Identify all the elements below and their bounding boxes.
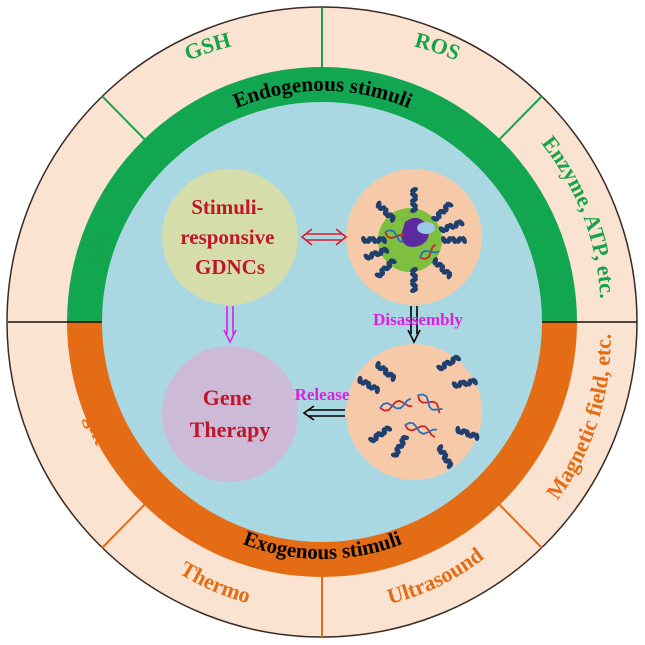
double-arrow-red xyxy=(300,228,348,246)
svg-text:Stimuli- responsive: Stimuli- responsive GDNCs xyxy=(180,195,279,279)
svg-text:Gene Therapy: Gene Therapy xyxy=(190,385,271,442)
gdnc-node: Stimuli- responsive GDNCs xyxy=(162,169,298,305)
disassembled-nanocomplex xyxy=(346,344,482,480)
release-label: Release xyxy=(295,385,350,404)
arrow-disassembly xyxy=(407,306,421,344)
gene-therapy-line2: Therapy xyxy=(190,417,271,442)
dna-strands-assembled-icon xyxy=(361,187,467,293)
gdnc-label-line1: Stimuli- xyxy=(191,195,263,219)
gene-therapy-node: Gene Therapy xyxy=(162,346,298,482)
assembled-nanocomplex xyxy=(346,169,482,305)
gdnc-circle xyxy=(162,169,298,305)
protein-blob-icon xyxy=(417,222,435,234)
gdnc-label-line2: responsive xyxy=(180,225,274,249)
dna-strands-released-icon xyxy=(357,354,480,470)
gene-therapy-circle xyxy=(162,346,298,482)
gene-therapy-line1: Gene xyxy=(203,385,252,410)
disassembly-label: Disassembly xyxy=(373,310,463,329)
arrow-release xyxy=(302,405,345,421)
arrow-gdnc-to-therapy xyxy=(223,306,237,344)
inner-disk xyxy=(102,102,542,542)
disassembled-particle-circle xyxy=(346,344,482,480)
gdnc-label-line3: GDNCs xyxy=(195,255,265,279)
